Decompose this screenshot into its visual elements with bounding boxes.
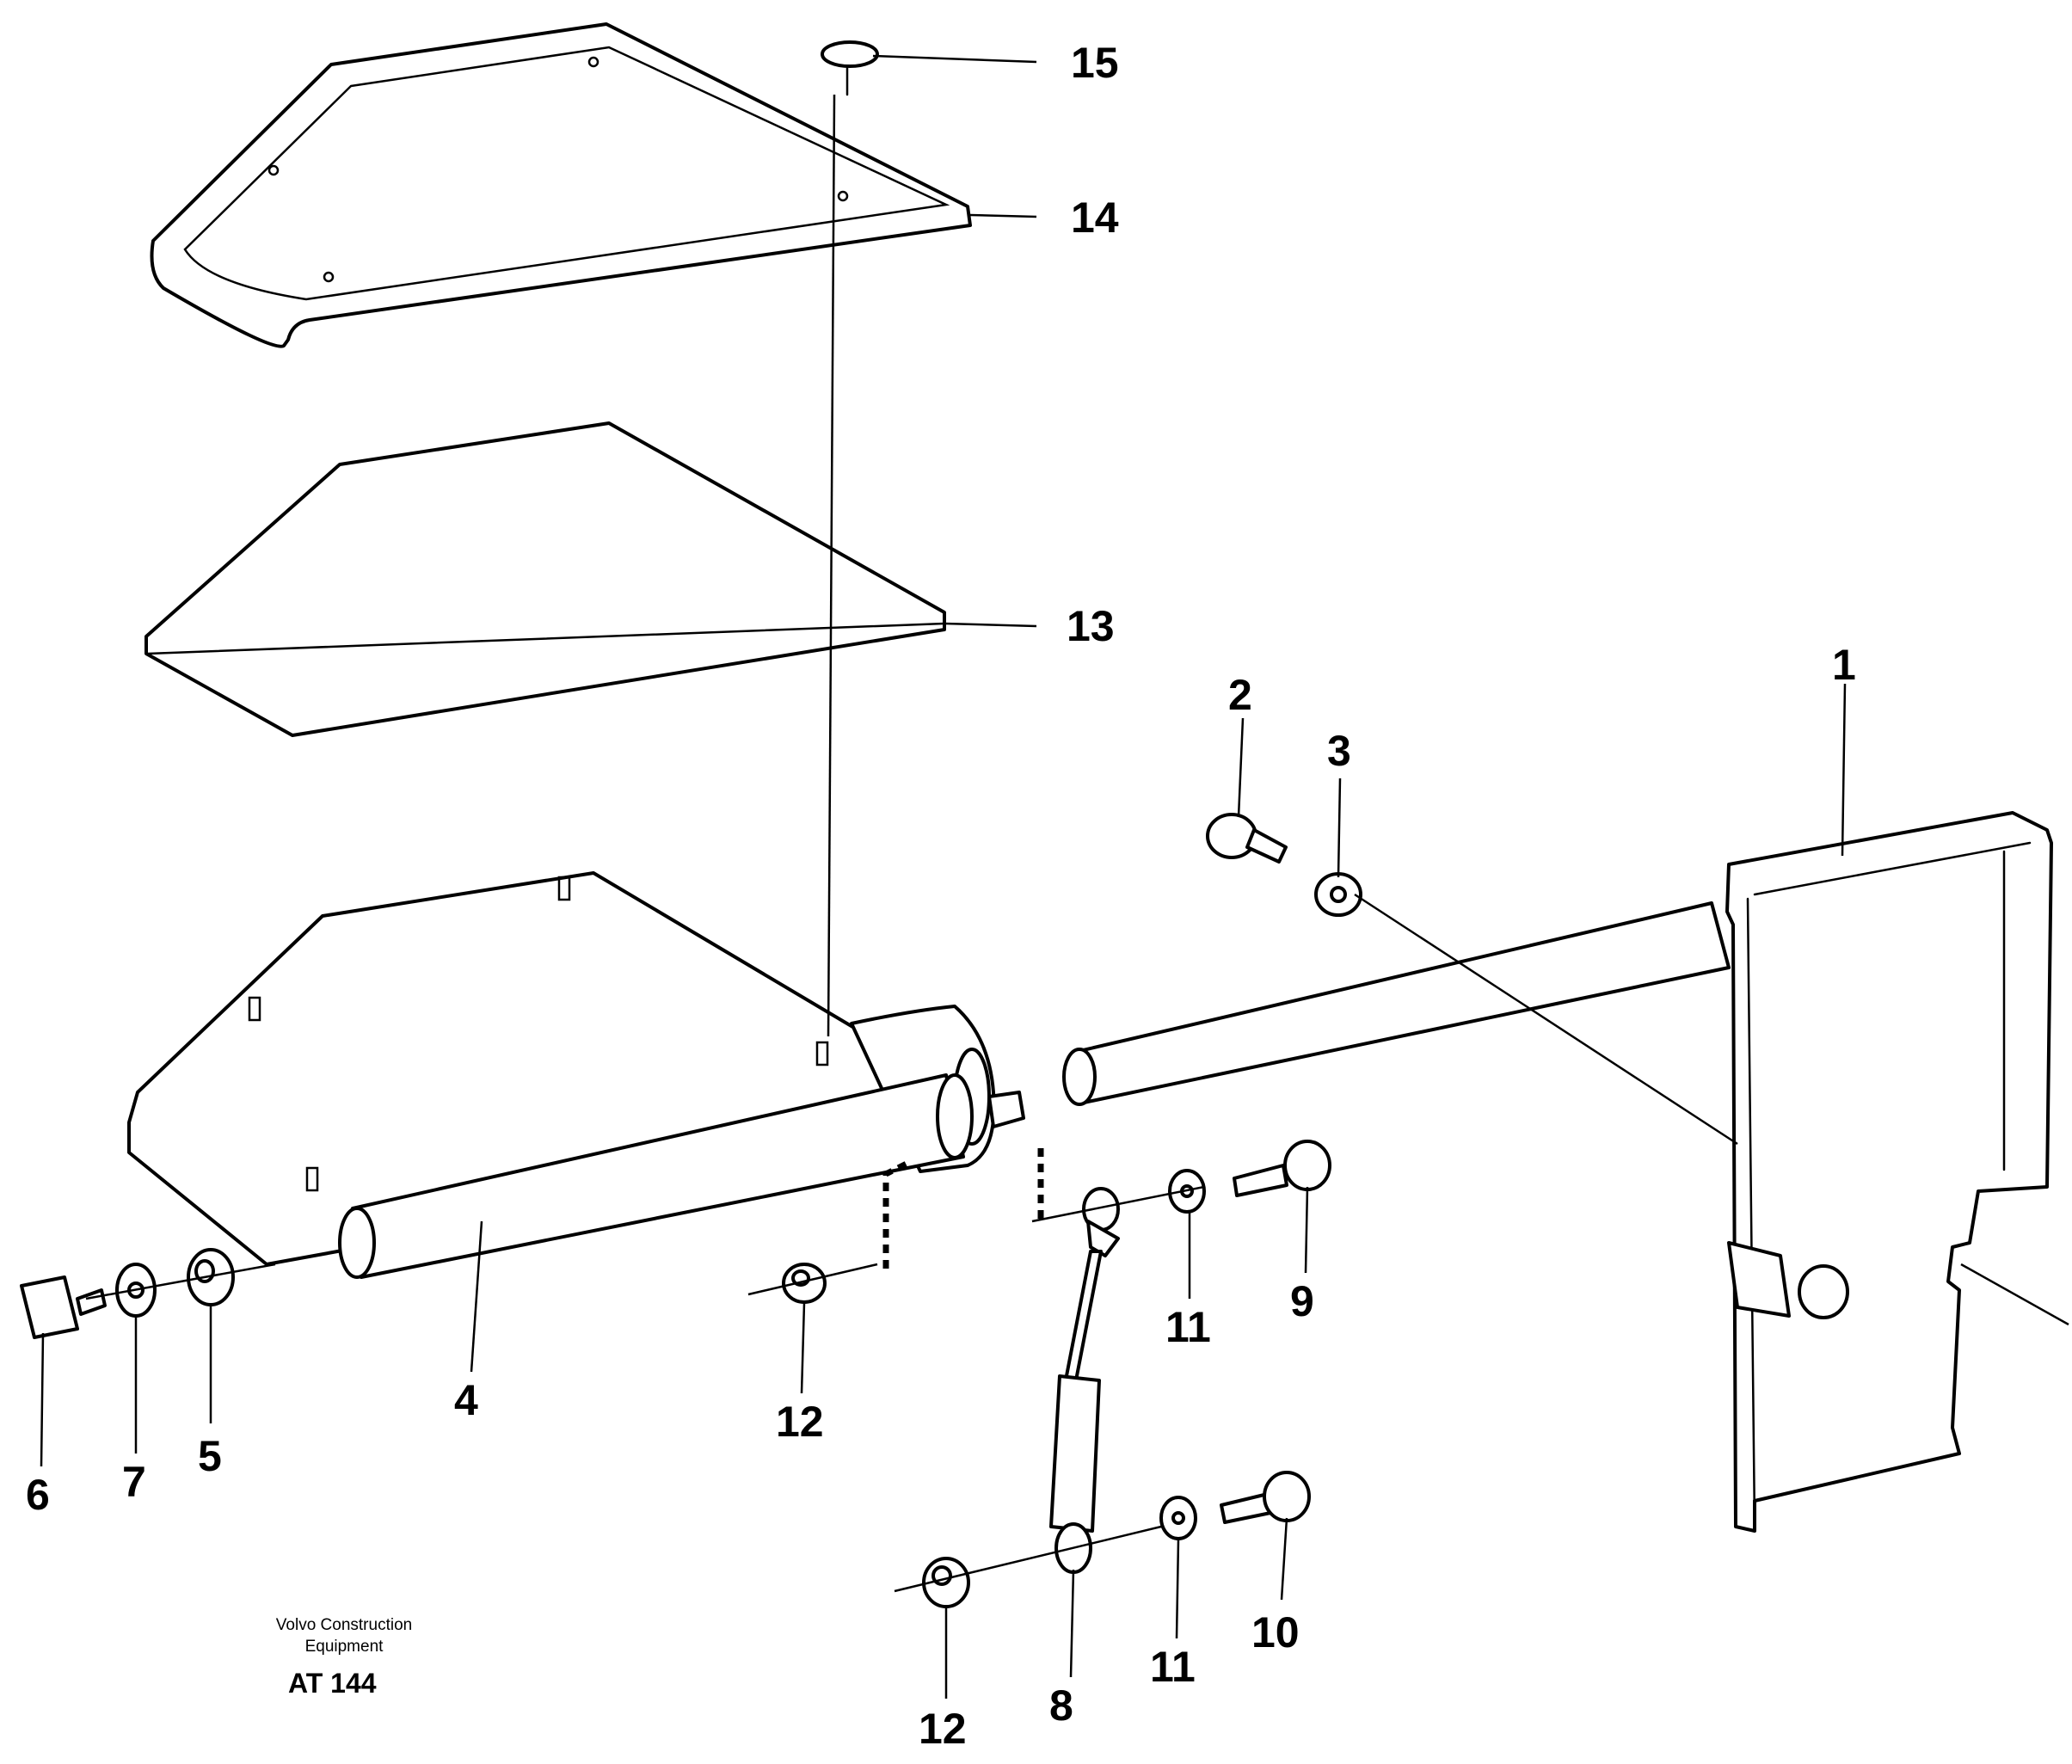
gas-strut-8 — [1049, 1187, 1120, 1574]
callout-9: 9 — [1290, 1277, 1314, 1325]
hardware-nut-12a — [782, 1263, 827, 1304]
callout-14: 14 — [1071, 194, 1119, 242]
callouts: 15 14 13 1 2 3 4 5 6 7 8 9 10 11 11 12 1… — [26, 39, 1856, 1753]
callout-2: 2 — [1228, 671, 1252, 719]
part-15-plug — [821, 40, 879, 96]
callout-1: 1 — [1832, 641, 1856, 689]
assembly-lines — [85, 94, 2069, 1593]
spring-studs — [248, 876, 829, 1192]
callout-5: 5 — [198, 1432, 222, 1480]
callout-leaders — [40, 54, 1847, 1699]
drawing-code: AT 144 — [288, 1668, 377, 1699]
callout-3: 3 — [1327, 727, 1351, 775]
callout-8: 8 — [1049, 1681, 1073, 1730]
callout-12-lower: 12 — [919, 1705, 967, 1753]
callout-6: 6 — [26, 1471, 50, 1519]
drawing-footer: Volvo Construction Equipment AT 144 — [276, 1616, 412, 1699]
part-4-seat-frame — [127, 871, 1025, 1279]
callout-11-upper: 11 — [1165, 1303, 1211, 1351]
callout-15: 15 — [1071, 39, 1119, 87]
callout-12-upper: 12 — [776, 1398, 824, 1446]
hardware-bolt-2-washer-3 — [1206, 813, 1362, 917]
callout-13: 13 — [1067, 602, 1115, 650]
publisher-line-1: Volvo Construction — [276, 1616, 412, 1634]
hardware-left — [20, 1248, 235, 1339]
callout-4: 4 — [454, 1376, 478, 1424]
part-1-side-frame — [1062, 811, 2053, 1533]
hardware-lower-strut — [922, 1471, 1311, 1608]
publisher-line-2: Equipment — [305, 1638, 384, 1656]
callout-10: 10 — [1251, 1608, 1300, 1656]
callout-11-lower: 11 — [1150, 1643, 1196, 1691]
part-14-upper-cover — [150, 22, 972, 348]
part-13-middle-panel — [144, 421, 946, 737]
hardware-upper-strut — [1168, 1140, 1331, 1214]
callout-7: 7 — [122, 1458, 146, 1506]
